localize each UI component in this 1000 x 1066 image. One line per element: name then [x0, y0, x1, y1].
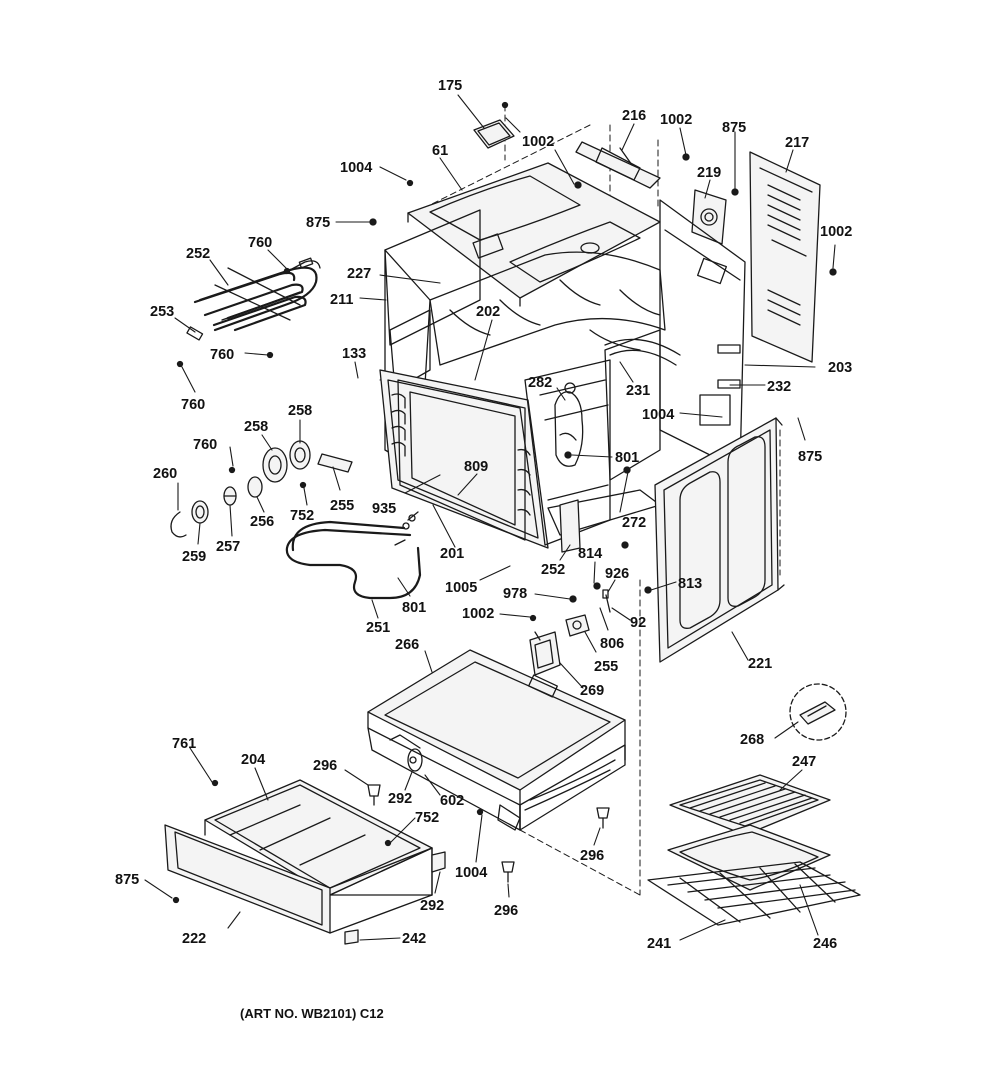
label-268: 268	[740, 732, 764, 748]
label-92: 92	[630, 615, 646, 631]
label-253: 253	[150, 304, 174, 320]
label-133: 133	[342, 346, 366, 362]
label-875: 875	[722, 120, 746, 136]
oven-rack-241	[647, 861, 861, 926]
light-assembly-282	[554, 382, 584, 467]
label-801: 801	[402, 600, 426, 616]
label-1002: 1002	[462, 606, 494, 622]
label-260: 260	[153, 466, 177, 482]
label-1004: 1004	[340, 160, 372, 176]
leveling-legs-296	[367, 784, 610, 883]
label-222: 222	[182, 931, 206, 947]
leader-lines	[144, 94, 836, 941]
label-201: 201	[440, 546, 464, 562]
art-number: (ART NO. WB2101) C12	[240, 1006, 384, 1021]
drawer-hardware	[172, 779, 446, 945]
label-801: 801	[615, 450, 639, 466]
label-202: 202	[476, 304, 500, 320]
label-1004: 1004	[455, 865, 487, 881]
label-257: 257	[216, 539, 240, 555]
label-926: 926	[605, 566, 629, 582]
label-227: 227	[347, 266, 371, 282]
label-247: 247	[792, 754, 816, 770]
label-221: 221	[748, 656, 772, 672]
element-bracket-252	[559, 466, 631, 553]
label-175: 175	[438, 78, 462, 94]
broil-tray-246	[667, 824, 831, 891]
small-hardware	[529, 582, 611, 637]
label-1002: 1002	[820, 224, 852, 240]
label-203: 203	[828, 360, 852, 376]
label-217: 217	[785, 135, 809, 151]
label-255: 255	[594, 659, 618, 675]
label-216: 216	[622, 108, 646, 124]
drawer-front-222	[164, 824, 433, 934]
label-296: 296	[313, 758, 337, 774]
label-272: 272	[622, 515, 646, 531]
top-panel-61	[407, 162, 661, 307]
label-809: 809	[464, 459, 488, 475]
part-number-labels: 175 1002 216 1002 875 217 1004 61 219 87…	[115, 78, 852, 1021]
label-752: 752	[290, 508, 314, 524]
label-1005: 1005	[445, 580, 477, 596]
label-242: 242	[402, 931, 426, 947]
label-978: 978	[503, 586, 527, 602]
label-61: 61	[432, 143, 448, 159]
alignment-lines	[379, 104, 781, 896]
detail-circle-268	[789, 683, 847, 741]
label-292: 292	[388, 791, 412, 807]
bake-element-connectors	[170, 440, 353, 538]
label-282: 282	[528, 375, 552, 391]
label-204: 204	[241, 752, 265, 768]
label-251: 251	[366, 620, 390, 636]
drawer-base-266	[367, 649, 626, 831]
label-875: 875	[306, 215, 330, 231]
label-752: 752	[415, 810, 439, 826]
label-602: 602	[440, 793, 464, 809]
cover-plate-175	[473, 119, 515, 149]
back-wall-203	[659, 199, 746, 471]
broil-pan-247	[669, 774, 831, 836]
bracket-269	[529, 631, 561, 676]
label-219: 219	[697, 165, 721, 181]
label-269: 269	[580, 683, 604, 699]
label-760: 760	[248, 235, 272, 251]
label-814: 814	[578, 546, 602, 562]
label-256: 256	[250, 514, 274, 530]
label-255: 255	[330, 498, 354, 514]
label-760: 760	[181, 397, 205, 413]
label-296: 296	[580, 848, 604, 864]
label-760: 760	[193, 437, 217, 453]
label-806: 806	[600, 636, 624, 652]
label-258: 258	[288, 403, 312, 419]
label-875: 875	[115, 872, 139, 888]
label-1002: 1002	[522, 134, 554, 150]
label-259: 259	[182, 549, 206, 565]
label-252: 252	[541, 562, 565, 578]
label-813: 813	[678, 576, 702, 592]
broil-element-252	[176, 257, 321, 368]
label-292: 292	[420, 898, 444, 914]
label-241: 241	[647, 936, 671, 952]
label-258: 258	[244, 419, 268, 435]
label-875: 875	[798, 449, 822, 465]
label-252: 252	[186, 246, 210, 262]
back-panel-217	[749, 151, 821, 363]
label-760: 760	[210, 347, 234, 363]
bake-element-251	[285, 511, 422, 600]
label-266: 266	[395, 637, 419, 653]
label-935: 935	[372, 501, 396, 517]
label-211: 211	[330, 292, 353, 308]
label-232: 232	[767, 379, 791, 395]
label-246: 246	[813, 936, 837, 952]
side-panel-221	[644, 417, 785, 663]
label-231: 231	[626, 383, 650, 399]
label-296: 296	[494, 903, 518, 919]
label-1004: 1004	[642, 407, 674, 423]
bracket-219	[691, 189, 727, 245]
bracket-216	[575, 141, 661, 189]
label-1002: 1002	[660, 112, 692, 128]
label-761: 761	[172, 736, 196, 752]
